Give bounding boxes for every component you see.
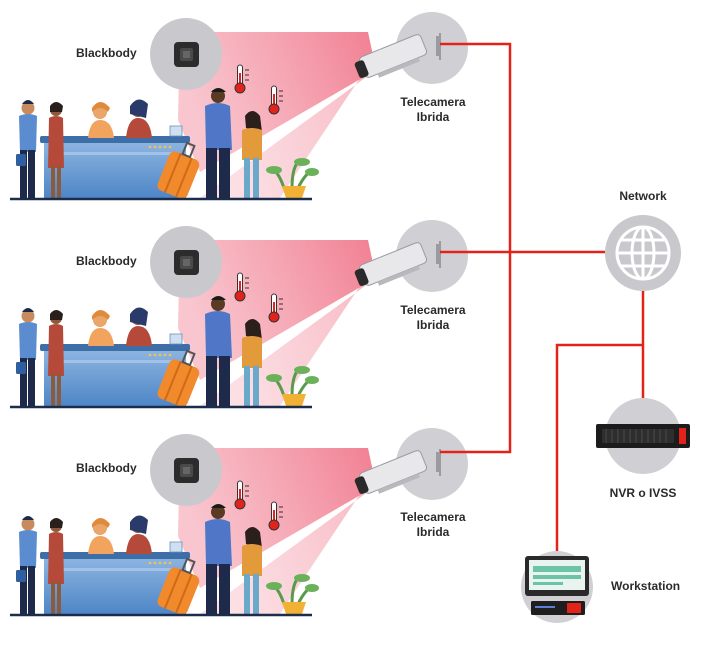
workstation-label: Workstation (611, 579, 681, 593)
workstation-icon (521, 551, 593, 623)
camera-label-3-line1: Telecamera (400, 510, 466, 524)
camera-label-2: Telecamera Ibrida (392, 303, 474, 333)
camera-label-1-line2: Ibrida (416, 110, 450, 124)
camera-label-2-line2: Ibrida (416, 318, 450, 332)
camera-label-2-line1: Telecamera (400, 303, 466, 317)
camera-label-1: Telecamera Ibrida (392, 95, 474, 125)
nvr-icon (596, 398, 690, 474)
camera-label-1-line1: Telecamera (400, 95, 466, 109)
network-links (440, 42, 645, 554)
camera-label-3: Telecamera Ibrida (392, 510, 474, 540)
network-icon (605, 215, 681, 291)
camera-label-3-line2: Ibrida (416, 525, 450, 539)
blackbody-label-1: Blackbody (76, 46, 137, 60)
blackbody-label-3: Blackbody (76, 461, 137, 475)
nvr-label: NVR o IVSS (609, 486, 677, 500)
network-label: Network (619, 189, 667, 203)
blackbody-label-2: Blackbody (76, 254, 137, 268)
